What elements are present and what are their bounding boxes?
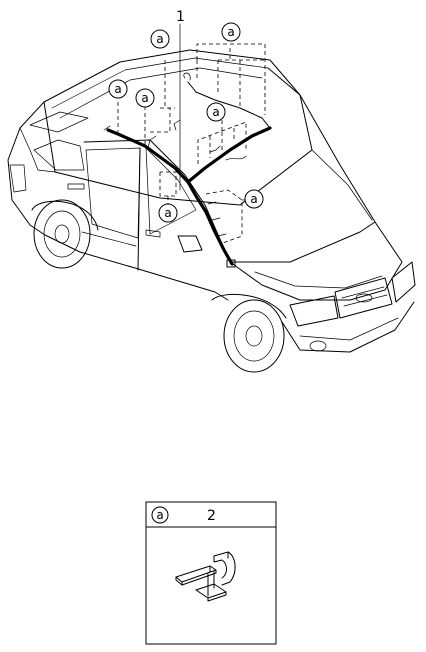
roof-wiring-harness: [103, 72, 272, 268]
callout-a-a-pillar: a: [244, 189, 264, 209]
clip-location-markers: [117, 43, 266, 245]
callout-letter: a: [212, 105, 219, 119]
wiring-clip-illustration: [175, 551, 236, 602]
vehicle-outline: [7, 49, 416, 373]
callout-a-roof-rear: a: [221, 22, 241, 42]
callout-a-roof-center: a: [206, 102, 226, 122]
main-part-number: 1: [176, 9, 185, 25]
legend-letter: a: [156, 508, 163, 522]
callout-letter: a: [164, 206, 171, 220]
callout-letter: a: [227, 25, 234, 39]
callout-letter: a: [141, 91, 148, 105]
clip-legend-box: a 2: [145, 501, 277, 645]
callout-main-harness: 1: [176, 9, 185, 191]
callout-letter: a: [114, 82, 121, 96]
callout-a-mid-rail: a: [135, 88, 155, 108]
legend-part-number: 2: [207, 508, 216, 524]
callout-letter: a: [250, 192, 257, 206]
callout-a-roof-left: a: [150, 29, 170, 49]
callout-a-b-pillar: a: [158, 203, 178, 223]
callout-a-rear-rail: a: [108, 79, 128, 99]
callout-letter: a: [156, 32, 163, 46]
